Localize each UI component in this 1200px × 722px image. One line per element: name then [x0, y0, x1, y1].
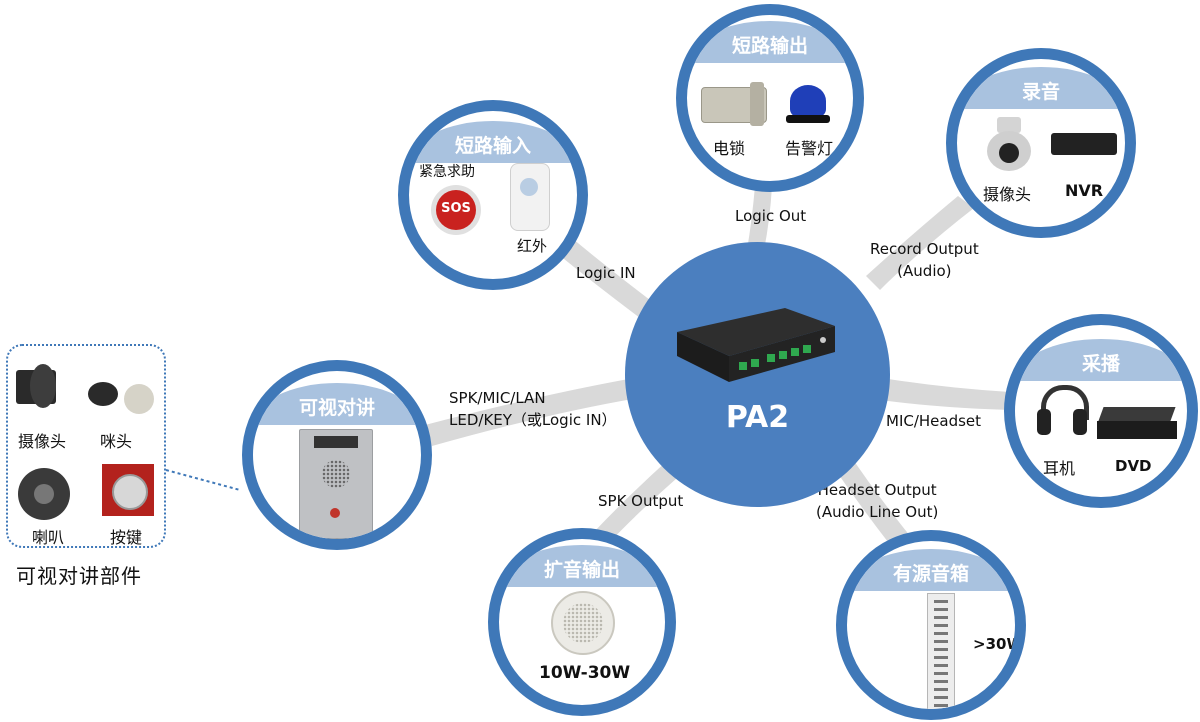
node-title: 录音 [957, 67, 1125, 109]
node-logic-out: 短路输出 电锁 告警灯 [676, 4, 864, 192]
ceiling-speaker-icon [551, 591, 615, 655]
node-item-alarm-light: 告警灯 [785, 139, 834, 158]
hub-pa2: PA2 [625, 242, 890, 507]
node-item-infrared: 红外 [517, 237, 548, 255]
headphones-icon [1037, 385, 1089, 441]
node-item-headphones: 耳机 [1043, 459, 1076, 478]
column-speaker-icon [927, 593, 955, 709]
node-item-camera: 摄像头 [983, 185, 1032, 204]
dvd-player-icon [1097, 407, 1177, 439]
sos-button-icon: SOS [431, 185, 481, 235]
node-title: 扩音输出 [499, 545, 665, 587]
node-item-dvd: DVD [1115, 457, 1152, 475]
loudspeaker-icon [18, 468, 70, 520]
connection-label-record: Record Output (Audio) [870, 238, 979, 282]
dome-camera-icon [987, 117, 1031, 173]
node-item-electric-lock: 电锁 [713, 139, 746, 158]
part-label-microphone: 咪头 [100, 432, 133, 451]
alarm-light-icon [786, 81, 830, 125]
node-item-power: >30W [973, 635, 1023, 653]
node-item-nvr: NVR [1065, 181, 1104, 200]
infrared-sensor-icon [510, 163, 550, 231]
connector-logic-out [747, 186, 772, 250]
connection-label-record-line1: Record Output [870, 240, 979, 258]
intercom-parts-box: 摄像头 咪头 喇叭 按键 [6, 344, 166, 548]
connection-label-record-line2: (Audio) [897, 262, 952, 280]
node-title: 采播 [1015, 339, 1187, 381]
connection-label-headset-line1: Headset Output [817, 481, 937, 499]
pa2-device-image [677, 308, 835, 382]
connection-label-logic-in: Logic IN [576, 264, 636, 282]
hub-title: PA2 [725, 400, 790, 435]
board-camera-icon [16, 364, 70, 410]
connection-label-headset-line2: (Audio Line Out) [816, 503, 939, 521]
connection-label-intercom-line1: SPK/MIC/LAN [449, 389, 546, 407]
connection-label-spk-output: SPK Output [598, 492, 684, 510]
part-label-button: 按键 [110, 528, 143, 547]
microphone-capsule-icon [88, 382, 124, 412]
node-logic-in: 短路输入 紧急求助 SOS 红外 [398, 100, 588, 290]
connection-label-intercom-line2: LED/KEY（或Logic IN） [449, 411, 617, 429]
part-label-speaker: 喇叭 [32, 528, 65, 547]
nvr-device-icon [1051, 133, 1117, 155]
connection-label-mic-headset: MIC/Headset [886, 412, 982, 430]
node-item-emergency-help: 紧急求助 [419, 164, 475, 180]
node-active-speaker: 有源音箱 >30W [836, 530, 1026, 720]
connection-label-headset-output: Headset Output (Audio Line Out) [816, 479, 938, 523]
parts-callout-line [165, 469, 241, 491]
intercom-panel-icon [299, 429, 373, 539]
node-intercom: 可视对讲 [242, 360, 432, 550]
node-title: 可视对讲 [253, 383, 421, 425]
node-title: 有源音箱 [847, 549, 1015, 591]
microphone-capsule-icon [124, 384, 154, 414]
node-amplified-out: 扩音输出 10W-30W [488, 528, 676, 716]
connector-record [866, 196, 974, 290]
node-item-power-range: 10W-30W [539, 663, 631, 683]
intercom-parts-caption: 可视对讲部件 [16, 564, 142, 588]
push-button-icon [102, 464, 154, 516]
sos-badge-label: SOS [441, 201, 471, 216]
electric-lock-icon [701, 82, 767, 126]
connector-amplified-out [592, 460, 684, 546]
connector-active-speaker [830, 452, 920, 560]
node-title: 短路输入 [409, 121, 577, 163]
connector-capture [880, 378, 1010, 410]
part-label-camera: 摄像头 [18, 432, 67, 451]
node-title: 短路输出 [687, 21, 853, 63]
node-record: 录音 摄像头 NVR [946, 48, 1136, 238]
connection-label-intercom: SPK/MIC/LAN LED/KEY（或Logic IN） [449, 387, 617, 431]
connector-intercom [425, 378, 638, 446]
node-capture: 采播 耳机 DVD [1004, 314, 1198, 508]
connection-label-logic-out: Logic Out [735, 207, 807, 225]
connector-logic-in [548, 228, 650, 318]
